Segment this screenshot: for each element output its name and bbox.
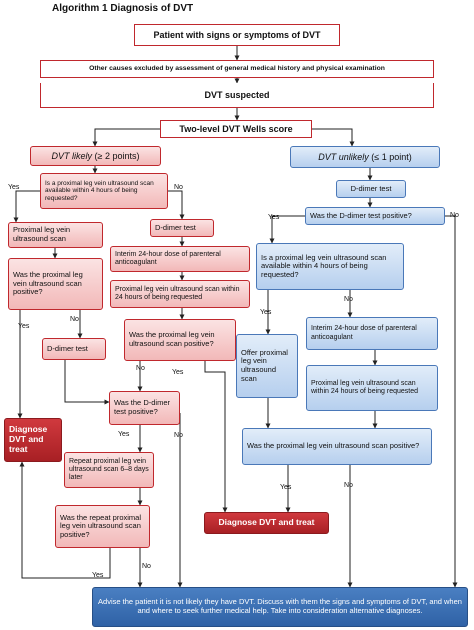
node-likely-scan-positive: Was the proximal leg vein ultrasound sca… (8, 258, 103, 310)
node-wells-score: Two-level DVT Wells score (160, 120, 312, 138)
dvt-likely-prefix: DVT likely (51, 150, 93, 161)
page-title: Algorithm 1 Diagnosis of DVT (52, 3, 194, 15)
label-no-scan-positive: No (70, 316, 79, 323)
node-likely-interim: Interim 24-hour dose of parenteral antic… (110, 246, 250, 272)
arrow-upos-yes-usavail (269, 215, 305, 244)
label-no-unlikely-scan: No (344, 482, 353, 489)
label-yes-scan-positive-2: Yes (172, 369, 184, 376)
label-yes-unlikely-ddimer: Yes (268, 214, 280, 221)
arrow-rpositive-yes-diagnose (19, 461, 111, 579)
node-likely-proximal-scan: Proximal leg vein ultrasound scan (8, 222, 103, 248)
label-no-ddimer-positive: No (174, 432, 183, 439)
node-other-causes: Other causes excluded by assessment of g… (40, 60, 434, 78)
node-likely-scan-positive-2: Was the proximal leg vein ultrasound sca… (124, 319, 236, 361)
arrow-wells-to-likely (92, 128, 160, 147)
node-likely-ddimer-positive: Was the D-dimer test positive? (109, 391, 180, 425)
node-likely-repeat-scan: Repeat proximal leg vein ultrasound scan… (64, 452, 154, 488)
arrow-us-no (168, 190, 185, 220)
label-yes-unlikely-scan: Yes (280, 484, 292, 491)
node-likely-diagnose-treat: Diagnose DVT and treat (4, 418, 62, 462)
node-unlikely-us-available: Is a proximal leg vein ultrasound scan a… (256, 243, 404, 290)
label-no-repeat-positive: No (142, 563, 151, 570)
node-likely-ddimer-b: D-dimer test (150, 219, 214, 237)
label-yes-ddimer-positive: Yes (118, 431, 130, 438)
node-likely-scan-24h: Proximal leg vein ultrasound scan within… (110, 280, 250, 308)
arrow-positive2-yes-center (204, 361, 228, 513)
label-yes-us-available: Yes (8, 184, 20, 191)
node-unlikely-offer-scan: Offer proximal leg vein ultrasound scan (236, 334, 298, 398)
label-no-unlikely-ddimer: No (450, 212, 459, 219)
arrow-upos-no-advise (445, 215, 458, 588)
dvt-likely-suffix: (≥ 2 points) (92, 150, 140, 161)
node-likely-us-available: Is a proximal leg vein ultrasound scan a… (40, 173, 168, 209)
node-center-diagnose-treat: Diagnose DVT and treat (204, 512, 329, 534)
node-signs-symptoms: Patient with signs or symptoms of DVT (134, 24, 340, 46)
node-unlikely-ddimer: D-dimer test (336, 180, 406, 198)
label-yes-unlikely-us: Yes (260, 309, 272, 316)
arrow-ddimer-to-dpos (64, 360, 110, 405)
node-unlikely-interim: Interim 24-hour dose of parenteral antic… (306, 317, 438, 350)
node-dvt-unlikely: DVT unlikely (≤ 1 point) (290, 146, 440, 168)
node-unlikely-ddimer-positive: Was the D-dimer test positive? (305, 207, 445, 225)
label-no-unlikely-us: No (344, 296, 353, 303)
dvt-unlikely-suffix: (≤ 1 point) (368, 151, 412, 162)
node-dvt-likely: DVT likely (≥ 2 points) (30, 146, 161, 166)
arrow-wells-to-unlikely (312, 128, 355, 147)
node-dvt-suspected: DVT suspected (40, 83, 434, 108)
dvt-unlikely-prefix: DVT unlikely (318, 151, 369, 162)
label-no-us-available: No (174, 184, 183, 191)
node-unlikely-scan-24h: Proximal leg vein ultrasound scan within… (306, 365, 438, 411)
node-unlikely-scan-positive: Was the proximal leg vein ultrasound sca… (242, 428, 432, 465)
label-yes-scan-positive: Yes (18, 323, 30, 330)
node-advise-patient: Advise the patient it is not likely they… (92, 587, 468, 627)
label-yes-repeat-positive: Yes (92, 572, 104, 579)
label-no-scan-positive-2: No (136, 365, 145, 372)
arrow-us-yes (13, 190, 40, 223)
node-likely-ddimer-a: D-dimer test (42, 338, 106, 360)
node-likely-repeat-positive: Was the repeat proximal leg vein ultraso… (55, 505, 150, 548)
